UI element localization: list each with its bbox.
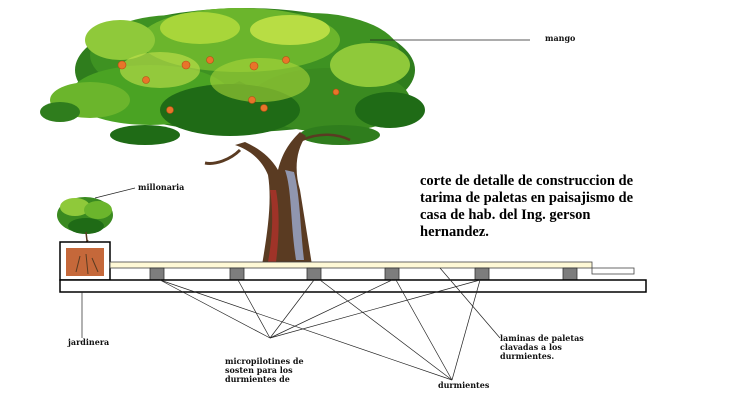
base-slab <box>59 279 647 293</box>
label-mango: mango <box>545 33 576 43</box>
label-millonaria: millonaria <box>138 182 185 192</box>
drawing-title: corte de detalle de construccion de tari… <box>420 173 634 240</box>
label-laminas: laminas de paletas clavadas a los durmie… <box>500 333 584 361</box>
mango-trunk <box>204 132 351 265</box>
label-durmientes: durmientes <box>438 380 490 390</box>
mango-fruits <box>117 56 340 114</box>
label-jardinera: jardinera <box>68 337 110 347</box>
durmientes-piles <box>149 267 578 281</box>
leader-lines <box>81 39 530 381</box>
deck-boards <box>109 261 635 275</box>
label-micropilotines: micropilotines de sosten para los durmie… <box>225 356 304 384</box>
mango-tree-canopy <box>40 8 425 145</box>
jardinera-planter <box>59 241 111 281</box>
